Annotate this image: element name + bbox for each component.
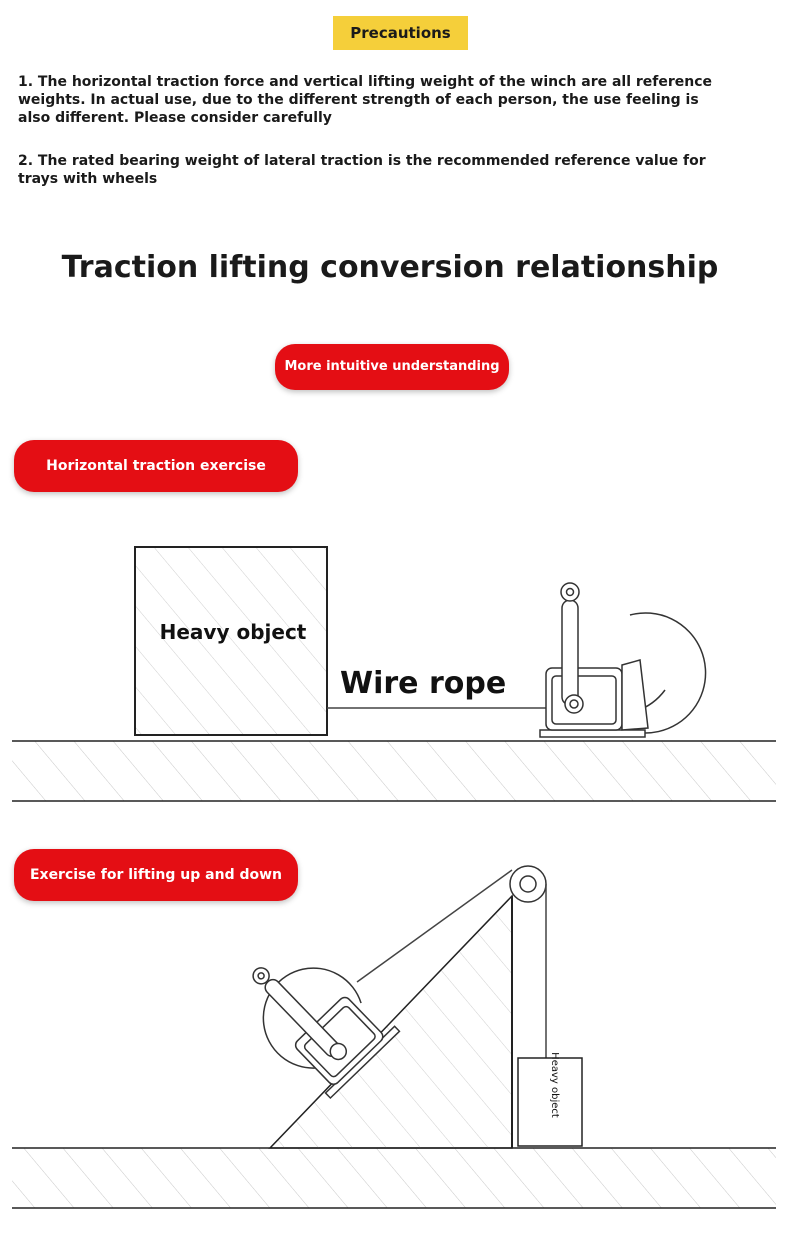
pulley-icon [509,865,547,903]
winch-icon-tilted [252,967,401,1100]
horizontal-traction-badge: Horizontal traction exercise [14,440,298,492]
intuitive-understanding-badge: More intuitive understanding [275,344,509,390]
precaution-note-2: 2. The rated bearing weight of lateral t… [18,153,706,187]
heavy-object-small-label: Heavy object [549,1052,560,1118]
wire-rope-label: Wire rope [340,666,507,701]
lifting-exercise-badge: Exercise for lifting up and down [14,849,298,901]
heavy-object-small [517,1057,583,1147]
heavy-object-box [134,546,328,736]
lifting-scene [12,865,776,1209]
heavy-object-label: Heavy object [159,620,307,644]
precautions-badge: Precautions [333,16,468,50]
horizontal-scene [12,546,776,802]
section-heading: Traction lifting conversion relationship [61,250,719,285]
winch-icon [539,582,707,738]
precaution-note-1: 1. The horizontal traction force and ver… [18,74,713,126]
ground-strip-top [12,741,776,801]
ground-strip-bottom [12,1148,776,1208]
